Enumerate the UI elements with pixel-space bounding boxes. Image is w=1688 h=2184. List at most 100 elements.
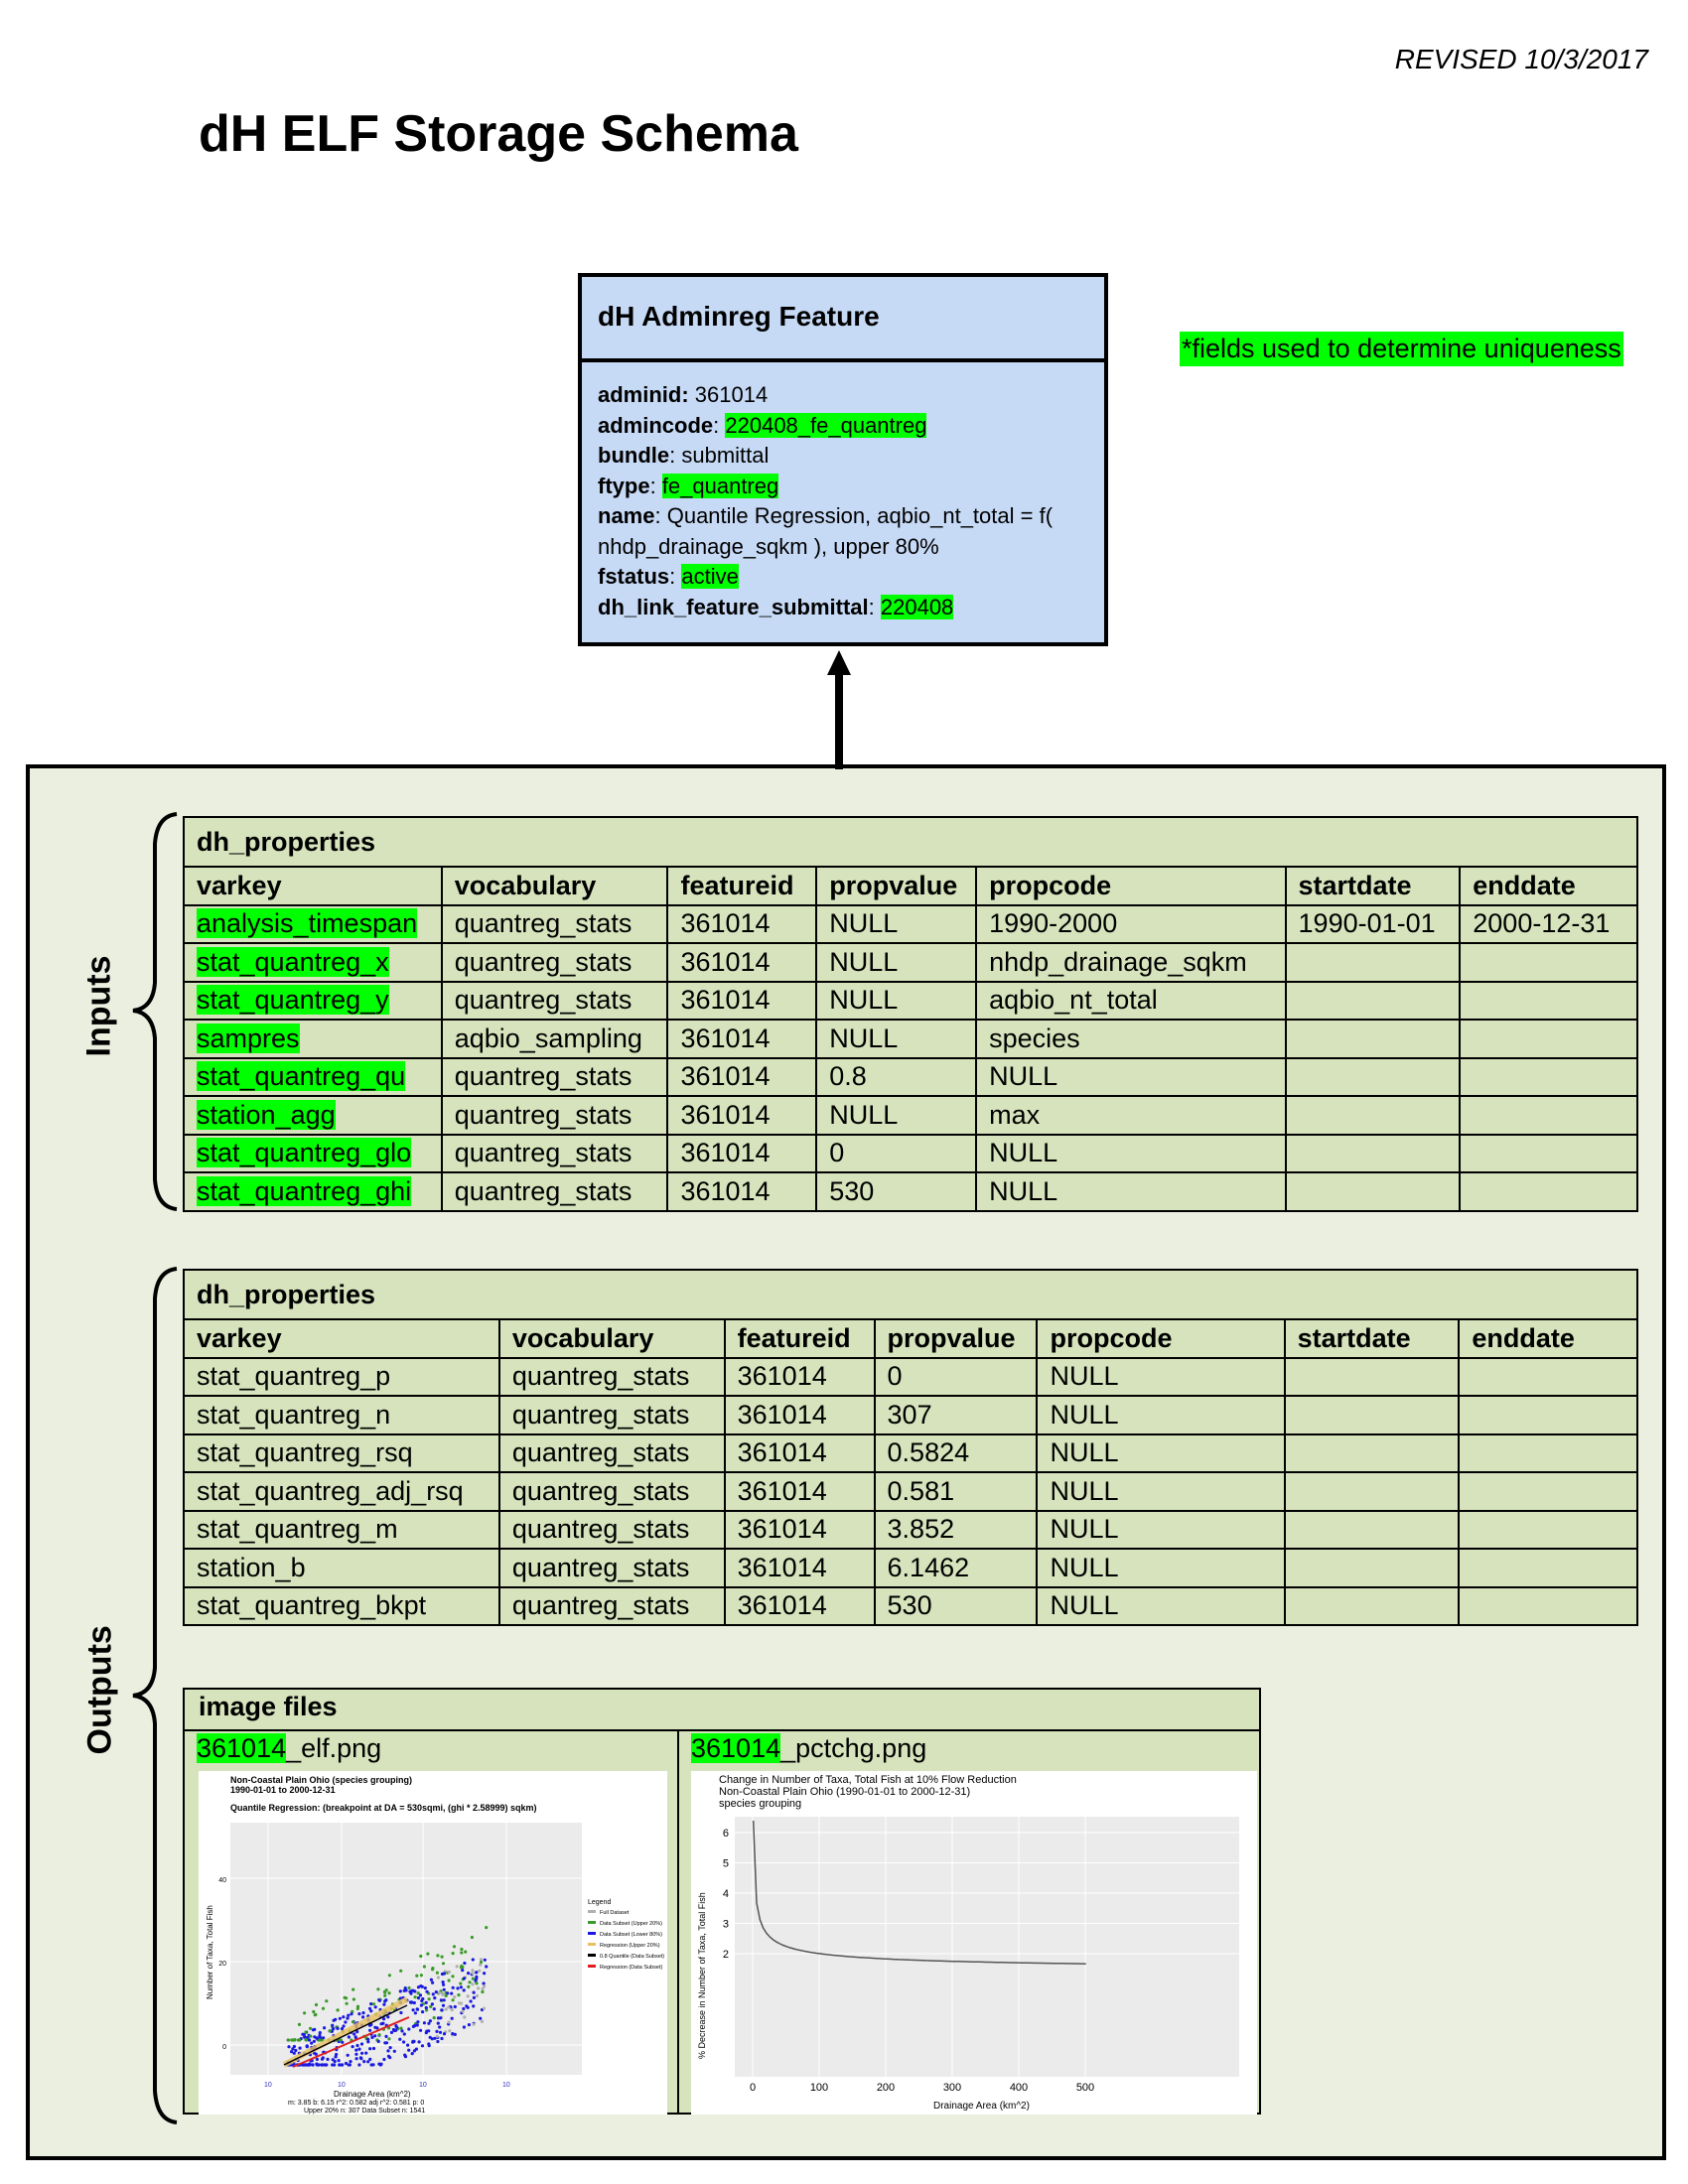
table-cell: 361014	[723, 1395, 876, 1435]
scatter-point	[383, 1993, 387, 1997]
table-cell: 0.581	[873, 1471, 1039, 1512]
scatter-point	[345, 2001, 349, 2005]
scatter-point	[297, 2022, 302, 2026]
column-header: featureid	[666, 866, 818, 906]
elf-xtick: 10	[419, 2082, 427, 2089]
scatter-point	[438, 2030, 443, 2034]
scatter-point	[294, 2048, 298, 2053]
scatter-point	[351, 2045, 354, 2049]
scatter-point	[336, 2008, 340, 2012]
elf-image-cell: 361014_elf.png Non-Coastal Plain Ohio (s…	[185, 1729, 679, 2115]
scatter-point	[430, 2002, 434, 2006]
scatter-point	[403, 2055, 408, 2059]
elf-xtick: 10	[502, 2082, 510, 2089]
scatter-point	[472, 1990, 476, 1994]
column-header: varkey	[183, 1318, 500, 1359]
table-cell: 6.1462	[873, 1548, 1039, 1588]
y-tick: 5	[723, 1858, 729, 1870]
field-value: 220408_fe_quantreg	[725, 412, 927, 438]
table-cell: stat_quantreg_ghi	[183, 1171, 443, 1212]
scatter-point	[350, 2012, 353, 2016]
scatter-point	[291, 2047, 295, 2051]
scatter-point	[368, 2028, 372, 2032]
scatter-point	[425, 1989, 429, 1993]
scatter-point	[433, 2036, 437, 2040]
table-cell: 361014	[666, 903, 818, 944]
table-cell: stat_quantreg_y	[183, 980, 443, 1021]
table-cell: NULL	[815, 942, 978, 983]
scatter-point	[364, 2051, 368, 2055]
table-cell: 0.5824	[873, 1433, 1039, 1473]
scatter-point	[435, 2029, 439, 2033]
table-cell: aqbio_sampling	[440, 1019, 669, 1059]
scatter-point	[371, 2002, 376, 2006]
scatter-point	[410, 2052, 414, 2056]
elf-plot: Non-Coastal Plain Ohio (species grouping…	[206, 1775, 664, 2115]
column-header: propvalue	[873, 1318, 1039, 1359]
scatter-point	[471, 1958, 475, 1962]
field-value: 220408	[880, 594, 954, 619]
scatter-point	[348, 2063, 352, 2067]
uniqueness-varkey: stat_quantreg_glo	[197, 1138, 412, 1168]
image-files-table: image files 361014_elf.png Non-Coastal P…	[183, 1688, 1261, 2115]
elf-xlabel: Drainage Area (km^2)	[334, 2090, 411, 2099]
elf-legend-title: Legend	[588, 1899, 611, 1906]
scatter-point	[338, 2016, 342, 2020]
scatter-point	[413, 1989, 417, 1993]
scatter-point	[321, 2056, 325, 2060]
elf-regression-upper	[282, 1996, 409, 2068]
y-tick: 3	[723, 1919, 729, 1931]
scatter-point	[368, 2047, 372, 2051]
scatter-point	[352, 1987, 355, 1991]
table-cell: NULL	[1036, 1548, 1286, 1588]
scatter-point	[334, 2055, 338, 2059]
scatter-point	[481, 1986, 485, 1991]
table-cell	[1284, 942, 1462, 983]
scatter-point	[292, 2044, 296, 2049]
scatter-point	[452, 1945, 457, 1949]
scatter-point	[377, 2033, 381, 2037]
legend-label: Data Subset (Upper 20%)	[600, 1921, 662, 1927]
scatter-point	[415, 1974, 419, 1978]
field-value: 361014	[694, 382, 769, 407]
scatter-point	[342, 2024, 346, 2028]
scatter-point	[346, 2016, 350, 2020]
table-name: dh_properties	[183, 816, 1638, 868]
table-cell	[1459, 1133, 1638, 1173]
scatter-point	[415, 2023, 419, 2027]
table-cell: 3.852	[873, 1509, 1039, 1550]
table-cell: station_agg	[183, 1095, 443, 1136]
column-header: startdate	[1284, 866, 1462, 906]
column-header: vocabulary	[440, 866, 669, 906]
scatter-point	[366, 2040, 370, 2044]
table-cell: 361014	[666, 980, 818, 1021]
scatter-point	[373, 2034, 377, 2038]
table-cell: quantreg_stats	[440, 980, 669, 1021]
scatter-point	[369, 2002, 373, 2006]
scatter-point	[399, 2010, 403, 2015]
scatter-point	[421, 1996, 425, 2001]
table-cell: 361014	[666, 942, 818, 983]
field-label: ftype	[598, 473, 650, 498]
scatter-point	[398, 1989, 402, 1993]
scatter-point	[341, 2063, 345, 2067]
x-tick: 400	[1010, 2082, 1028, 2094]
outputs-label: Outputs	[80, 1625, 119, 1755]
field-label: fstatus	[598, 564, 670, 589]
scatter-point	[407, 2027, 411, 2031]
field-label: dh_link_feature_submittal	[598, 594, 869, 619]
y-tick: 4	[723, 1888, 729, 1900]
scatter-point	[419, 1984, 423, 1988]
table-cell	[1458, 1395, 1638, 1435]
scatter-point	[440, 1972, 445, 1977]
table-cell: 361014	[723, 1509, 876, 1550]
scatter-point	[447, 1970, 451, 1975]
table-cell: nhdp_drainage_sqkm	[975, 942, 1287, 983]
scatter-point	[411, 2039, 415, 2043]
scatter-point	[370, 2035, 374, 2039]
table-cell: station_b	[183, 1548, 500, 1588]
table-cell: stat_quantreg_p	[183, 1356, 500, 1397]
